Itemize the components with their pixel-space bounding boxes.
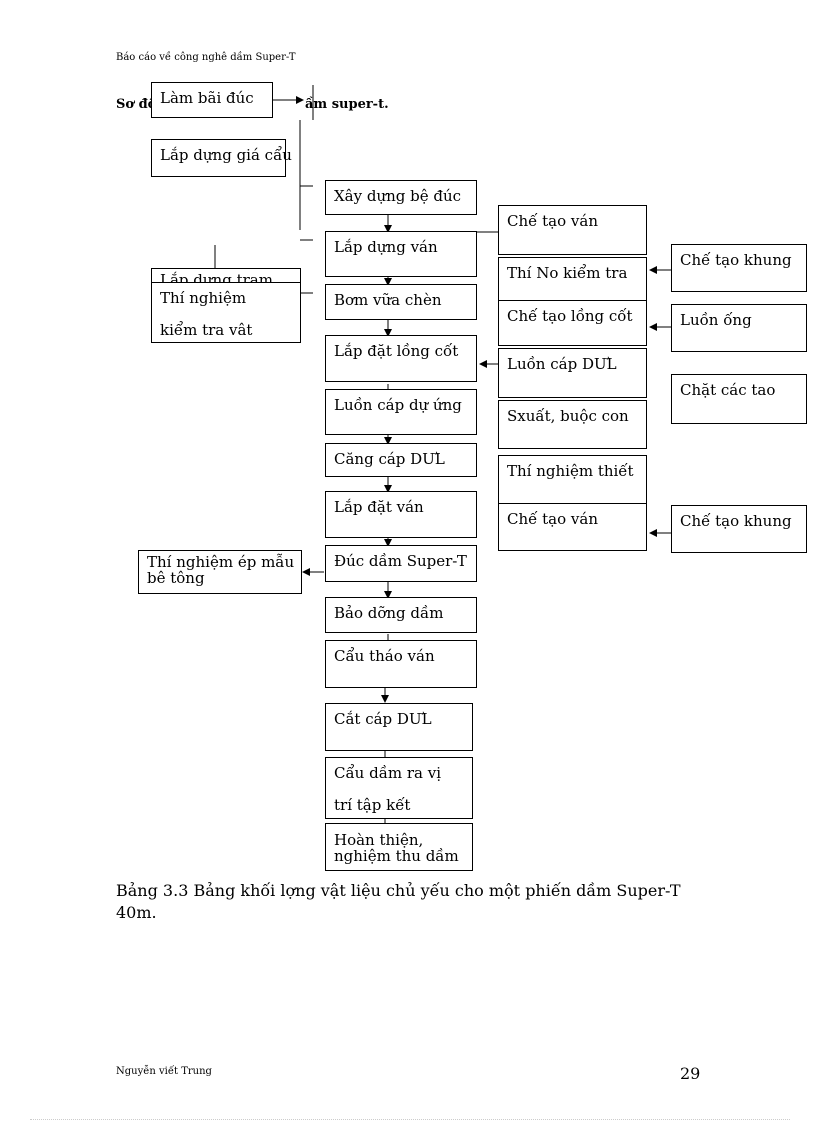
- box-lap-dung-tram-label: Lắp dựng trạm: [160, 271, 273, 286]
- box-lap-dung-gia-cau: Lắp dựng giá cẩu: [151, 139, 292, 177]
- box-bom-vua-chen: Bơm vữa chèn: [325, 284, 477, 320]
- diagram-title-left: Sơ đồ: [116, 97, 157, 112]
- box-cau-dam-ra-vi-tri: Cẩu dầm ra vị trí tập kết: [325, 757, 473, 819]
- box-hoan-thien: Hoàn thiện,nghiệm thu dầm: [325, 823, 473, 871]
- page-bottom-divider: [30, 1119, 790, 1120]
- box-che-tao-khung-1: Chế tạo khung: [671, 244, 807, 292]
- box-thi-no-kiem-tra: Thí No kiểm tra: [498, 257, 647, 302]
- page-header: Báo cáo về công nghê dầm Super-T: [116, 52, 296, 63]
- diagram-title-right: ầm super-t.: [305, 97, 389, 112]
- box-duc-dam-super-t: Đúc dầm Super-T: [325, 545, 477, 582]
- box-lam-bai-duc: Làm bãi đúc: [151, 82, 273, 118]
- page-number: 29: [680, 1064, 701, 1083]
- box-label-2: nghiệm thu dầm: [334, 847, 459, 865]
- box-cang-cap-dul: Căng cáp DƯL: [325, 443, 477, 477]
- box-che-tao-van-1: Chế tạo ván: [498, 205, 647, 255]
- box-thi-nghiem-kiem-tra: Thí nghiệm kiểm tra vât: [151, 282, 301, 343]
- box-che-tao-van-2: Chế tạo ván: [498, 503, 647, 551]
- box-lap-dung-van: Lắp dựng ván: [325, 231, 477, 277]
- box-label: Hoàn thiện,: [334, 831, 424, 849]
- box-cau-thao-van: Cẩu tháo ván: [325, 640, 477, 688]
- box-cat-cap-dul: Cắt cáp DƯL: [325, 703, 473, 751]
- box-chat-cac-tao: Chặt các tao: [671, 374, 807, 424]
- box-lap-dat-van: Lắp đặt ván: [325, 491, 477, 538]
- box-che-tao-khung-2: Chế tạo khung: [671, 505, 807, 553]
- box-xay-dung-be-duc: Xây dựng bệ đúc: [325, 180, 477, 215]
- table-caption-line-2: 40m.: [116, 903, 157, 922]
- box-thi-nghiem-thiet: Thí nghiệm thiết: [498, 455, 647, 505]
- box-luon-cap-du-ung: Luồn cáp dự ứng: [325, 389, 477, 435]
- box-luon-ong: Luồn ống: [671, 304, 807, 352]
- box-label-2: kiểm tra vât: [160, 321, 253, 339]
- box-label: Thí nghiệm: [160, 289, 247, 307]
- box-label: Thí nghiệm ép mẫu: [147, 553, 295, 571]
- box-lap-dat-long-cot: Lắp đặt lồng cốt: [325, 335, 477, 382]
- box-che-tao-long-cot: Chế tạo lồng cốt: [498, 300, 647, 346]
- table-caption-line-1: Bảng 3.3 Bảng khối lợng vật liệu chủ yếu…: [116, 881, 681, 900]
- box-sxuat-buoc-con: Sxuất, buộc con: [498, 400, 647, 449]
- box-luon-cap-dul: Luồn cáp DƯL: [498, 348, 647, 398]
- box-label: Cẩu dầm ra vị: [334, 764, 442, 782]
- box-bao-duong-dam: Bảo dỡng dầm: [325, 597, 477, 633]
- box-label-2: bê tông: [147, 569, 205, 587]
- footer-author: Nguyễn viết Trung: [116, 1066, 212, 1077]
- box-label-2: trí tập kết: [334, 796, 411, 814]
